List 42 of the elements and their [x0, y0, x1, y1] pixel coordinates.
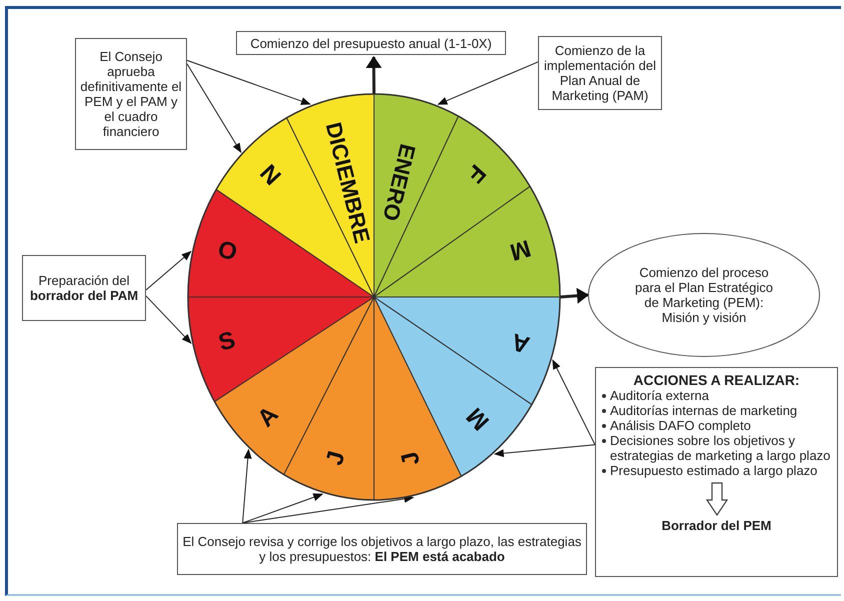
month-label: O — [214, 236, 240, 267]
arrow — [494, 444, 596, 458]
bullet-item: Auditoría externa — [600, 388, 833, 403]
month-label: N — [254, 160, 286, 191]
callout-text: El Consejo revisa y corrige los objetivos a largo plazo, las estrategias y los presupuestos: El PEM está acabado — [182, 534, 582, 564]
callout-box — [177, 523, 587, 575]
month-label: J — [321, 448, 351, 468]
callout-box — [75, 38, 187, 150]
callout-box — [538, 36, 662, 110]
bullet-item: Análisis DAFO completo — [600, 418, 833, 433]
month-label: M — [461, 402, 495, 436]
month-label: A — [252, 401, 284, 432]
arrow — [366, 56, 382, 94]
bullet-item: Decisiones sobre los objetivos y estrategias de marketing a largo plazo — [600, 433, 833, 463]
month-label: M — [506, 234, 534, 266]
arrow — [146, 250, 192, 290]
heading: ACCIONES A REALIZAR: — [633, 373, 800, 388]
arrow — [242, 493, 324, 524]
month-label: F — [461, 158, 491, 188]
callout-text: El Consejo aprueba definitivamente el PEM y el PAM y el cuadro financiero — [80, 49, 182, 139]
arrow — [146, 295, 192, 344]
arrow — [560, 288, 589, 304]
callout-text: Preparación del borrador del PAM — [28, 273, 140, 303]
month-label: A — [508, 328, 533, 358]
month-label: S — [216, 326, 238, 357]
bullet-item: Presupuesto estimado a largo plazo — [600, 463, 833, 478]
callout-box — [22, 255, 146, 321]
callout-box — [236, 31, 506, 55]
arrow — [186, 60, 312, 105]
result-text: Borrador del PEM — [662, 518, 772, 533]
callout-text: Comienzo de la implementación del Plan Anual de Marketing (PAM) — [543, 43, 657, 103]
arrow — [242, 494, 414, 524]
arrow — [186, 63, 242, 154]
callout-box — [595, 367, 838, 577]
callout-text: Comienzo del presupuesto anual (1-1-0X) — [250, 36, 492, 50]
arrow — [242, 448, 252, 524]
arrow — [437, 61, 538, 105]
callout-text: Comienzo del proceso para el Plan Estratégico de Marketing (PEM): Misión y visión — [634, 265, 774, 325]
month-label: ENERO — [378, 142, 420, 224]
month-label: J — [396, 448, 426, 468]
arrow — [552, 359, 596, 446]
bullet-item: Auditorías internas de marketing — [600, 403, 833, 418]
